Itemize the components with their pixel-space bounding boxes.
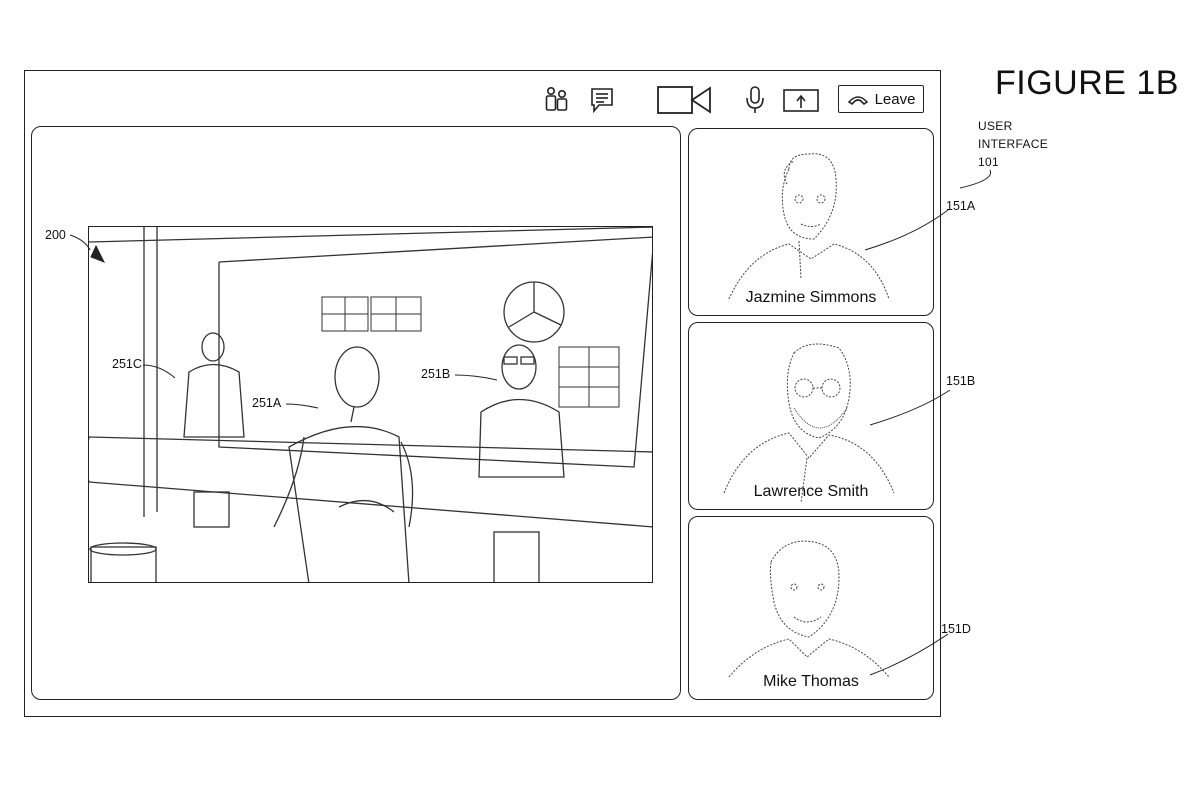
participant-name: Mike Thomas xyxy=(763,673,859,690)
leave-button[interactable]: Leave xyxy=(838,85,924,113)
participant-portrait xyxy=(728,153,890,300)
ref-label-151B: 151B xyxy=(946,374,976,388)
person-251A xyxy=(273,346,414,582)
chat-icon[interactable] xyxy=(588,84,616,116)
participant-name: Lawrence Smith xyxy=(753,483,869,500)
participant-tile-jazmine-simmons[interactable]: Jazmine Simmons xyxy=(688,128,934,316)
ref-label-251A: 251A xyxy=(252,396,282,410)
main-video-scene xyxy=(88,226,653,583)
figure-title: FIGURE 1B xyxy=(995,64,1179,102)
phone-hangup-icon xyxy=(847,96,868,106)
ref-label-200: 200 xyxy=(45,228,66,242)
participant-tile-mike-thomas[interactable]: Mike Thomas xyxy=(688,516,934,700)
ui-label-number: 101 xyxy=(978,155,999,169)
ref-label-151A: 151A xyxy=(946,199,976,213)
participant-tile-lawrence-smith[interactable]: Lawrence Smith xyxy=(688,322,934,510)
leave-label: Leave xyxy=(874,90,916,108)
camera-icon[interactable] xyxy=(655,84,713,116)
person-251B xyxy=(478,344,565,478)
ref-label-251B: 251B xyxy=(421,367,451,381)
ui-label-line1: User xyxy=(978,119,1013,133)
ui-reference-label: User Interface 101 xyxy=(978,117,1048,171)
participant-portrait xyxy=(723,343,895,504)
people-icon[interactable] xyxy=(543,84,571,116)
share-screen-icon[interactable] xyxy=(781,84,821,116)
ref-label-251C: 251C xyxy=(112,357,142,371)
person-251C xyxy=(183,332,245,438)
microphone-icon[interactable] xyxy=(744,84,766,116)
ref-label-151D: 151D xyxy=(941,622,971,636)
ui-label-line2: Interface xyxy=(978,137,1049,151)
participant-name: Jazmine Simmons xyxy=(745,289,877,306)
